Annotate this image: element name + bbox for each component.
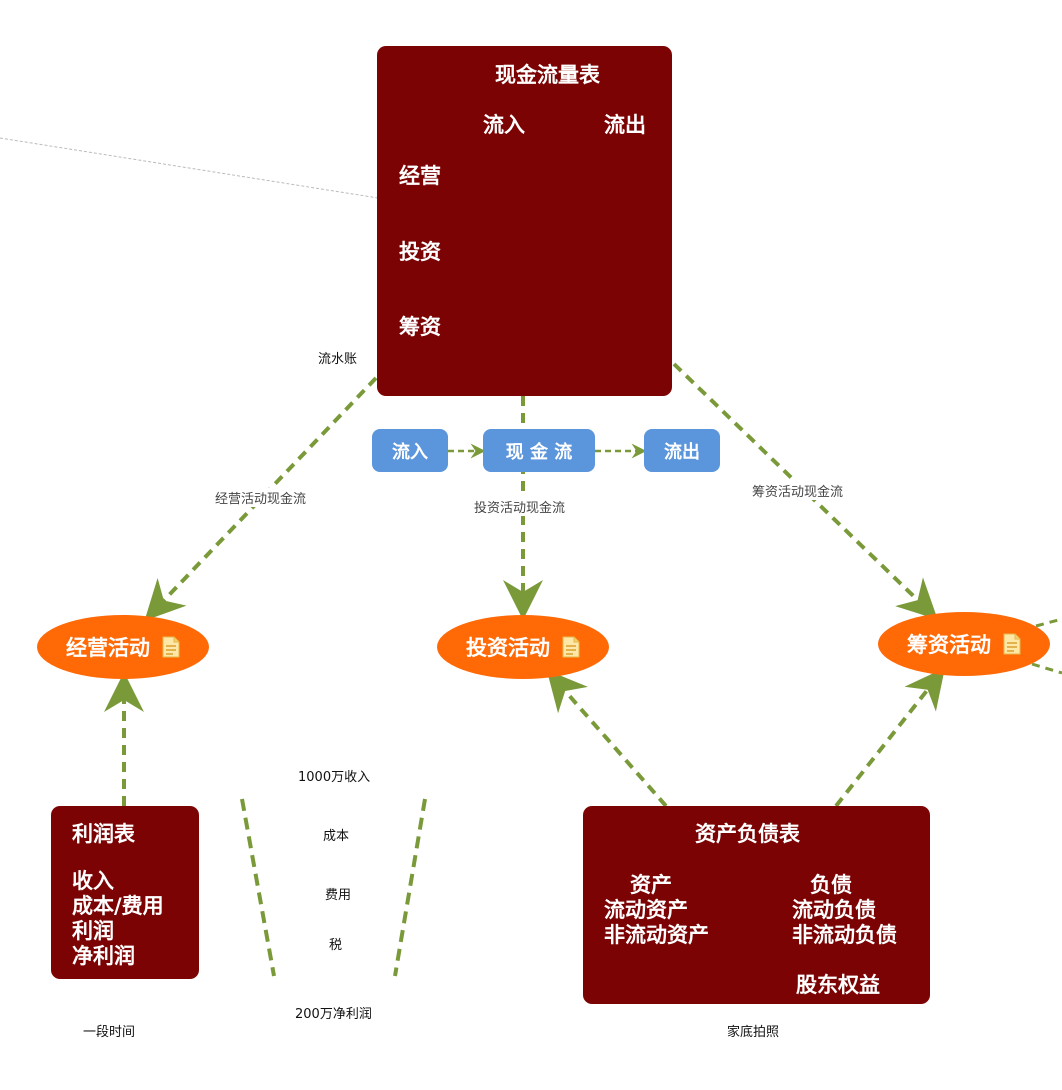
ledger-label: 流水账 [318,352,358,367]
cfs-col-inflow: 流入 [483,113,525,137]
cfs-row-financing: 筹资 [399,315,441,339]
cfs-row-investing: 投资 [399,240,441,264]
cfs-col-outflow: 流出 [604,113,646,137]
cfs-row-operating: 经营 [399,164,441,188]
income-line-revenue: 收入 [72,869,114,893]
grey-link-line [0,137,379,199]
funnel-right-side [393,798,427,977]
edge-balance-to-financing [834,667,945,808]
funnel-tax-label: 税 [329,938,343,953]
edge-label-financing-cf: 筹资活动现金流 [750,481,846,500]
flow-inflow-pill[interactable]: 流入 [372,429,448,472]
balance-sheet-title: 资产负债表 [695,822,800,846]
balance-sheet-box[interactable]: 资产负债表 资产 流动资产 非流动资产 负债 流动负债 非流动负债 股东权益 [583,806,930,1004]
operating-activity-label: 经营活动 [66,636,150,660]
edge-balance-to-investing [546,669,668,808]
income-caption: 一段时间 [83,1025,136,1040]
operating-activity-node[interactable]: 经营活动 [37,615,209,679]
bs-current-liabilities: 流动负债 [792,898,876,922]
bs-noncurrent-liabilities: 非流动负债 [792,923,897,947]
edge-financing-right-up [1035,617,1062,628]
edge-financing-right-down [1031,662,1062,675]
edge-label-operating-cf: 经营活动现金流 [213,488,309,507]
income-statement-box[interactable]: 利润表 收入 成本/费用 利润 净利润 [51,806,199,979]
document-icon [1003,633,1021,655]
document-icon [562,636,580,658]
cash-flow-statement-box[interactable]: 现金流量表 流入 流出 经营 投资 筹资 [377,46,672,396]
income-statement-title: 利润表 [72,822,135,846]
bs-noncurrent-assets: 非流动资产 [604,923,709,947]
edge-cfs-to-operating [144,376,378,621]
cash-flow-statement-title: 现金流量表 [495,63,600,87]
income-line-cost: 成本/费用 [72,894,164,918]
funnel-cost-label: 成本 [323,829,350,844]
edge-label-investing-cf: 投资活动现金流 [472,497,568,516]
document-icon [162,636,180,658]
financing-activity-node[interactable]: 筹资活动 [878,612,1050,676]
funnel-top-label: 1000万收入 [298,770,371,785]
investing-activity-label: 投资活动 [466,636,550,660]
investing-activity-node[interactable]: 投资活动 [437,615,609,679]
balance-sheet-caption: 家底拍照 [727,1025,780,1040]
bs-liabilities: 负债 [810,873,852,897]
funnel-expense-label: 费用 [325,888,352,903]
bs-equity: 股东权益 [796,973,880,997]
funnel-bottom-label: 200万净利润 [295,1007,372,1022]
income-line-profit: 利润 [72,919,114,943]
funnel-left-side [240,798,276,977]
flow-outflow-pill[interactable]: 流出 [644,429,720,472]
bs-assets: 资产 [630,873,672,897]
income-line-net-profit: 净利润 [72,944,135,968]
flow-cashflow-pill[interactable]: 现 金 流 [483,429,595,472]
bs-current-assets: 流动资产 [604,898,688,922]
financing-activity-label: 筹资活动 [907,633,991,657]
